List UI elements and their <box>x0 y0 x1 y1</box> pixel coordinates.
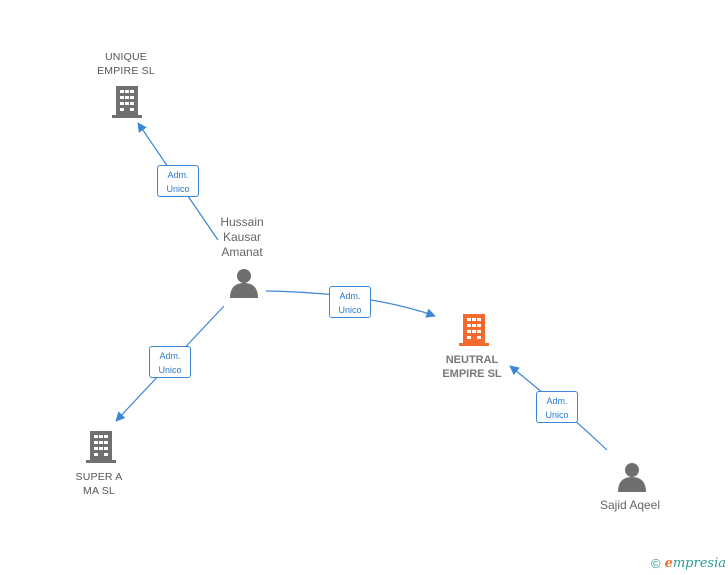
edge-label-hussain-neutral[interactable]: Adm. Unico <box>329 286 371 318</box>
brand-logo[interactable]: empresia <box>665 556 726 571</box>
label-line: Hussain <box>220 215 264 229</box>
label-line: Sajid Aqeel <box>599 498 661 512</box>
label-line: EMPIRE SL <box>442 368 502 380</box>
brand-footer: © empresia <box>651 556 726 571</box>
edge-label-line: Unico <box>545 410 569 420</box>
label-line: SUPER A <box>75 471 123 483</box>
building-icon[interactable] <box>112 86 142 118</box>
copyright-icon: © <box>650 556 661 571</box>
person-icon[interactable] <box>230 269 258 298</box>
edge-label-line: Adm. <box>546 396 568 406</box>
brand-initial: e <box>664 556 673 571</box>
label-line: EMPIRE SL <box>97 65 155 77</box>
label-line: UNIQUE <box>104 51 148 63</box>
edge-label-line: Unico <box>166 184 190 194</box>
node-label-unique-empire[interactable]: UNIQUE EMPIRE SL <box>78 50 174 78</box>
edge-label-line: Unico <box>338 305 362 315</box>
label-line: MA SL <box>83 485 115 497</box>
edge-label-hussain-supera[interactable]: Adm. Unico <box>149 346 191 378</box>
node-label-neutral-empire[interactable]: NEUTRAL EMPIRE SL <box>424 353 520 381</box>
edge-label-hussain-unique[interactable]: Adm. Unico <box>157 165 199 197</box>
label-line: Amanat <box>221 245 263 259</box>
edge-label-sajid-neutral[interactable]: Adm. Unico <box>536 391 578 423</box>
building-icon[interactable] <box>86 431 116 463</box>
node-label-super-ama[interactable]: SUPER A MA SL <box>56 470 142 498</box>
building-focus-icon[interactable] <box>459 314 489 346</box>
edge-label-line: Adm. <box>339 291 361 301</box>
edge-label-line: Adm. <box>167 170 189 180</box>
person-icon[interactable] <box>618 463 646 492</box>
node-label-hussain[interactable]: Hussain Kausar Amanat <box>204 215 280 260</box>
edge-label-line: Unico <box>158 365 182 375</box>
label-line: Kausar <box>222 230 262 244</box>
node-label-sajid[interactable]: Sajid Aqeel <box>586 498 674 513</box>
brand-name: mpresia <box>672 556 726 571</box>
label-line: NEUTRAL <box>445 354 499 366</box>
edge-label-line: Adm. <box>159 351 181 361</box>
